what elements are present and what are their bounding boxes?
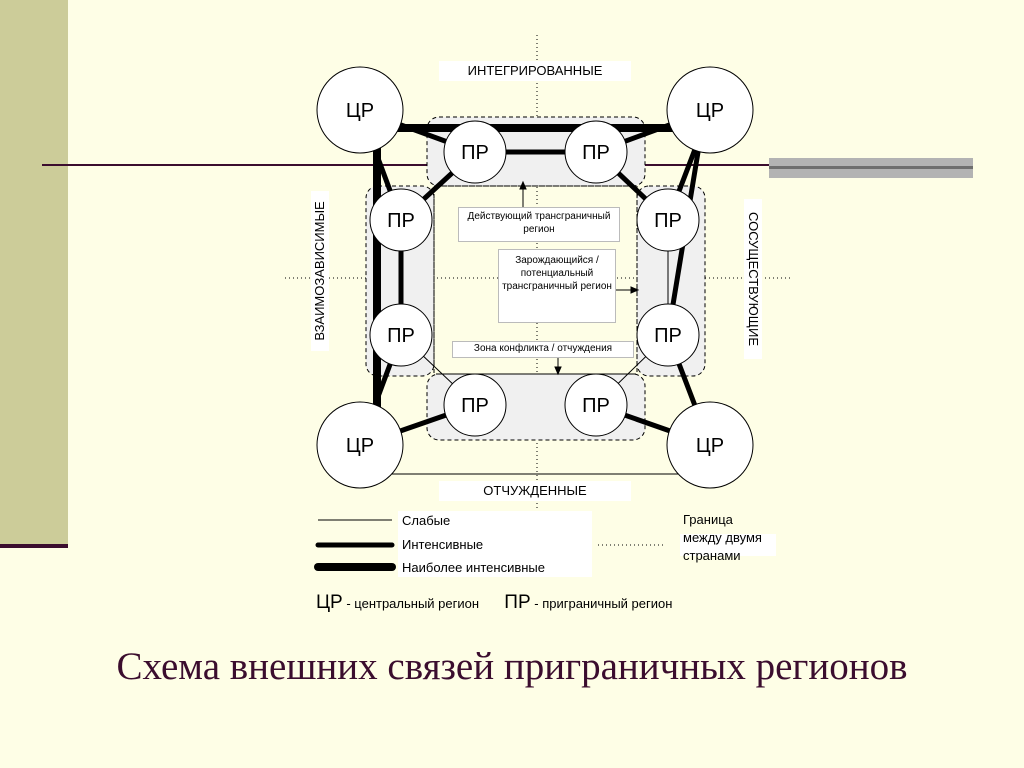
cr-label: ЦР — [696, 435, 724, 457]
pr-label: ПР — [582, 142, 610, 164]
decor-gray-bar-line — [769, 166, 973, 169]
box-conflict-zone: Зона конфликта / отчуждения — [452, 341, 634, 358]
pr-label: ПР — [582, 395, 610, 417]
page-title: Схема внешних связей приграничных регион… — [116, 645, 908, 688]
cr-circle-top-right — [666, 66, 754, 154]
cr-circle-top-left — [316, 66, 404, 154]
legend-border-bg — [680, 534, 776, 556]
pr-label: ПР — [461, 142, 489, 164]
label-integrated: ИНТЕГРИРОВАННЫЕ — [439, 61, 631, 81]
legend-abbreviations: ЦР - центральный регион ПР - приграничны… — [316, 592, 672, 614]
pr-label: ПР — [461, 395, 489, 417]
arrowhead-active — [519, 180, 527, 190]
pr-label: ПР — [654, 325, 682, 347]
pr-label: ПР — [654, 210, 682, 232]
decor-line-left — [42, 164, 432, 166]
left-decor-bar — [0, 0, 68, 548]
legend-weak: Слабые — [402, 513, 451, 528]
label-interdependent: ВЗАИМОЗАВИСИМЫЕ — [311, 191, 329, 351]
label-alienated: ОТЧУЖДЕННЫЕ — [439, 481, 631, 501]
label-coexisting: СОСУЩЕСТВУЮЩИЕ — [744, 199, 762, 359]
pr-circle-top-1 — [443, 120, 507, 184]
cr-circle-bottom-left — [316, 401, 404, 489]
legend-panel — [398, 511, 592, 577]
legend-cr-abbr: ЦР — [316, 592, 343, 613]
legend-most-intensive: Наиболее интенсивные — [402, 560, 546, 575]
pr-circle-bottom-1 — [443, 373, 507, 437]
left-decor-bar-bottom — [0, 544, 68, 548]
box-active-region: Действующий трансграничный регион — [458, 207, 620, 242]
pr-circle-right-1 — [636, 188, 700, 252]
cr-label: ЦР — [346, 100, 374, 122]
arrowhead-conflict — [554, 366, 562, 376]
arrowhead-emerging — [630, 286, 640, 294]
pr-circle-right-2 — [636, 303, 700, 367]
pr-circle-bottom-2 — [564, 373, 628, 437]
cr-circle-bottom-right — [666, 401, 754, 489]
pr-label: ПР — [387, 210, 415, 232]
pr-circle-left-1 — [369, 188, 433, 252]
cr-label: ЦР — [346, 435, 374, 457]
cr-label: ЦР — [696, 100, 724, 122]
pr-label: ПР — [387, 325, 415, 347]
decor-line-right — [644, 164, 769, 166]
legend-pr-abbr: ПР — [504, 592, 531, 613]
legend-cr-desc: - центральный регион — [342, 596, 480, 611]
pr-circle-left-2 — [369, 303, 433, 367]
pr-circle-top-2 — [564, 120, 628, 184]
legend-border: Граница между двумя странами — [683, 512, 762, 563]
zone-center — [433, 185, 638, 375]
legend-pr-desc: - приграничный регион — [530, 596, 673, 611]
legend-intensive: Интенсивные — [402, 537, 484, 552]
box-emerging-region: Зарождающийся / потенциальный трансграни… — [498, 249, 616, 323]
